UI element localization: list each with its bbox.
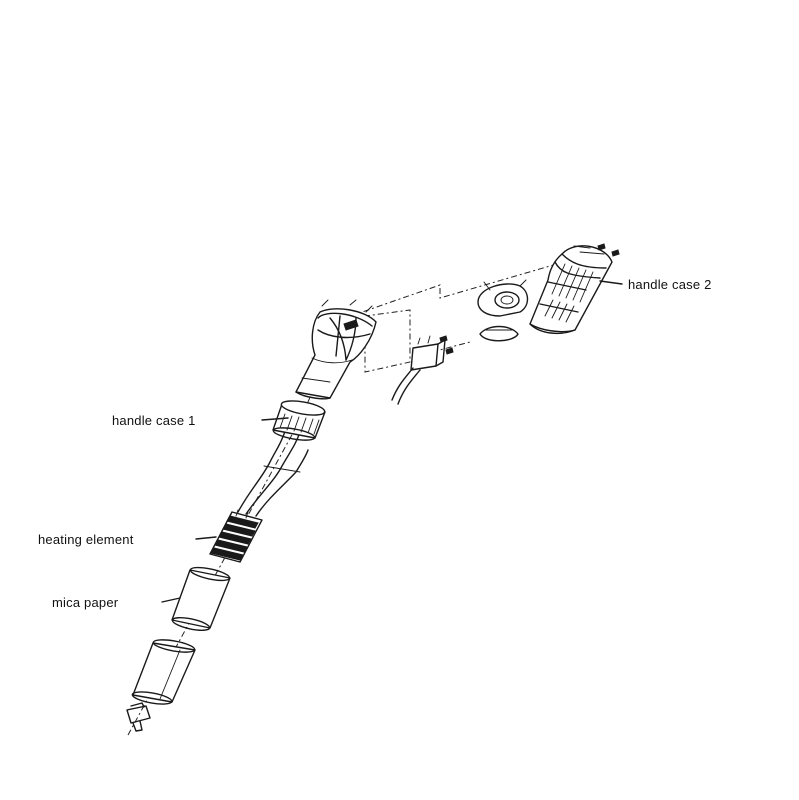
label-handle-case-2: handle case 2 xyxy=(628,277,712,292)
heating-element-coil xyxy=(209,509,263,563)
handle-case-2-body xyxy=(529,243,620,335)
threaded-collar xyxy=(272,400,326,441)
label-heating-element: heating element xyxy=(38,532,134,547)
handle-case-1-body xyxy=(295,299,377,400)
mica-paper-tube xyxy=(171,566,231,631)
lower-tube xyxy=(131,639,196,705)
switch-terminal-block xyxy=(391,335,454,405)
fan-housing xyxy=(477,279,529,317)
nozzle-tip xyxy=(126,702,151,732)
fan-cap xyxy=(479,325,519,342)
label-mica-paper: mica paper xyxy=(52,595,119,610)
assembly-axis xyxy=(127,249,606,736)
lead-wires xyxy=(237,427,309,517)
leader-lines xyxy=(161,280,623,603)
label-handle-case-1: handle case 1 xyxy=(112,413,196,428)
